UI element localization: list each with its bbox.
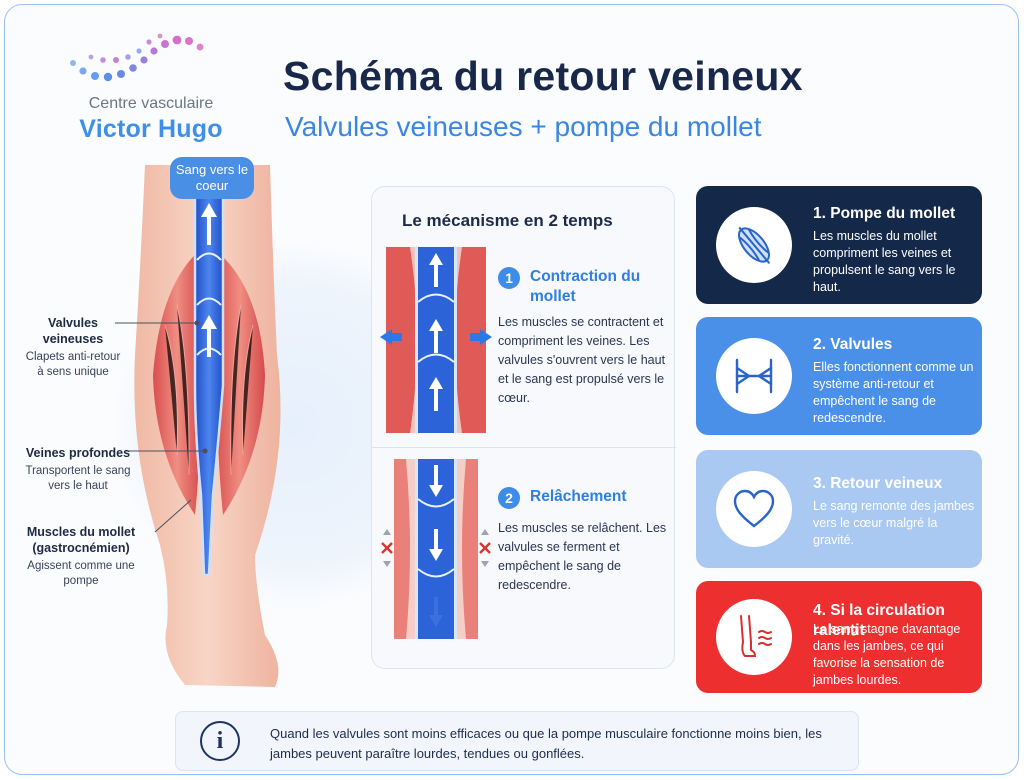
card-desc: Le sang remonte des jambes vers le cœur … <box>813 499 975 547</box>
heart-icon <box>716 471 792 547</box>
step-title-2: Relâchement <box>530 488 627 505</box>
card-desc: Elles fonctionnent comme un système anti… <box>813 360 974 425</box>
mechanism-card: Le mécanisme en 2 temps 1 Contraction du… <box>371 186 676 669</box>
leg-illustration <box>115 163 281 687</box>
card-title: 4. Si la circulation ralentit <box>813 602 945 639</box>
page-title: Schéma du retour veineux <box>283 53 803 99</box>
logo-line2: Victor Hugo <box>79 115 223 143</box>
info-text: Quand les valvules sont moins efficaces … <box>270 726 822 761</box>
card-valves: 2. Valvules Elles fonctionnent comme un … <box>696 317 982 435</box>
logo-dots-icon <box>70 33 204 82</box>
mechanism-divider <box>372 447 676 448</box>
step-desc-2: Les muscles se relâchent. Les valvules s… <box>498 521 667 592</box>
step-desc-1: Les muscles se contractent et compriment… <box>498 315 666 405</box>
card-desc: Le sang stagne davantage dans les jambes… <box>813 622 961 687</box>
step-number-2: 2 <box>498 487 520 509</box>
annotation-title: Valvules veineuses <box>42 316 104 346</box>
blood-to-heart-label: Sang vers le coeur <box>170 157 254 199</box>
annotation-desc: Agissent comme une pompe <box>27 560 135 587</box>
relaxation-illustration <box>381 459 491 639</box>
info-banner: i Quand les valvules sont moins efficace… <box>175 711 859 771</box>
info-icon: i <box>200 721 240 761</box>
step-title-1: Contraction du mollet <box>530 268 641 305</box>
card-desc: Les muscles du mollet compriment les vei… <box>813 229 956 294</box>
annotation-deep-veins: Veines profondes Transportent le sang ve… <box>23 445 133 494</box>
card-slow-circulation: 4. Si la circulation ralentit Le sang st… <box>696 581 982 693</box>
page-subtitle: Valvules veineuses + pompe du mollet <box>285 111 762 142</box>
annotation-title: Veines profondes <box>25 446 131 460</box>
card-title: 1. Pompe du mollet <box>813 205 956 222</box>
card-title: 2. Valvules <box>813 336 893 353</box>
card-title: 3. Retour veineux <box>813 475 943 492</box>
card-calf-pump: 1. Pompe du mollet Les muscles du mollet… <box>696 186 982 304</box>
calf-muscle-icon <box>716 207 792 283</box>
annotation-desc: Clapets anti-retour à sens unique <box>25 351 121 378</box>
mechanism-title: Le mécanisme en 2 temps <box>402 211 613 230</box>
heavy-legs-icon <box>716 599 792 675</box>
annotation-calf-muscles: Muscles du mollet (gastrocnémien) Agisse… <box>23 524 139 589</box>
contraction-illustration <box>380 247 492 433</box>
annotation-desc: Transportent le sang vers le haut <box>25 465 131 492</box>
valve-icon <box>716 338 792 414</box>
annotation-valves: Valvules veineuses Clapets anti-retour à… <box>23 315 123 380</box>
logo-line1: Centre vasculaire <box>88 95 214 112</box>
logo: Centre vasculaire Victor Hugo <box>51 27 223 147</box>
step-number-1: 1 <box>498 267 520 289</box>
annotation-title: Muscles du mollet (gastrocnémien) <box>26 525 136 555</box>
infographic-frame: Centre vasculaire Victor Hugo Schéma du … <box>4 4 1019 775</box>
card-venous-return: 3. Retour veineux Le sang remonte des ja… <box>696 450 982 568</box>
